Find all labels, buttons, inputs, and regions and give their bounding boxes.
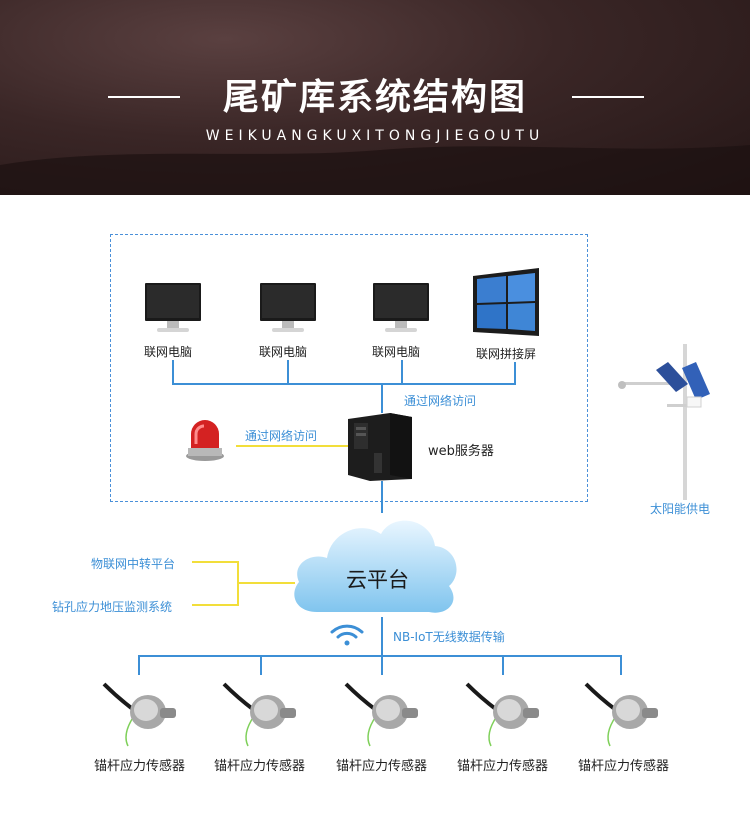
net-line-sensor-4 [502, 655, 504, 675]
alarm-link-line [236, 445, 348, 447]
monitor-icon-2 [260, 283, 316, 332]
net-line-cloud-sensors [381, 617, 383, 656]
local-network-box [110, 234, 588, 502]
anchor-sensor-icon-2 [222, 682, 296, 747]
solar-label: 太阳能供电 [650, 502, 711, 516]
cloud-icon [294, 520, 457, 613]
sensor-label-3: 锚杆应力传感器 [336, 759, 428, 774]
net-line-wall [514, 362, 516, 384]
net-line-sensor-2 [260, 655, 262, 675]
sensor-label-5: 锚杆应力传感器 [578, 759, 670, 774]
net-line-pc1 [172, 360, 174, 384]
iot-platform-label: 物联网中转平台 [91, 557, 176, 571]
server-label: web服务器 [428, 444, 494, 459]
net-line-server-cloud [381, 481, 383, 513]
net-line-sensor-1 [138, 655, 140, 675]
pc-label-2: 联网电脑 [259, 345, 308, 359]
anchor-sensor-icon-3 [344, 682, 418, 747]
alarm-light-icon [186, 420, 224, 461]
anchor-sensor-icon-4 [465, 682, 539, 747]
page-title: 尾矿库系统结构图 [222, 77, 527, 118]
monitoring-system-label: 钻孔应力地压监测系统 [52, 600, 173, 614]
alarm-link-label: 通过网络访问 [245, 429, 318, 443]
net-line-sensor-bus [138, 655, 622, 657]
server-icon [348, 413, 412, 481]
wifi-icon [330, 624, 364, 646]
pc-label-3: 联网电脑 [372, 345, 421, 359]
hill-silhouette [0, 145, 750, 195]
net-line-sensor-5 [620, 655, 622, 675]
solar-pole-icon [618, 344, 710, 500]
monitor-icon-1 [145, 283, 201, 332]
monitor-icon-3 [373, 283, 429, 332]
title-line-left [108, 96, 180, 98]
anchor-sensor-icon-5 [584, 682, 658, 747]
wireless-label: NB-IoT无线数据传输 [393, 630, 505, 644]
sensor-label-2: 锚杆应力传感器 [214, 759, 306, 774]
iot-platform-line [192, 561, 239, 563]
net-line-sensor-3 [381, 655, 383, 675]
net-line-pc3 [401, 360, 403, 384]
monitoring-system-line [192, 604, 239, 606]
cloud-label: 云平台 [346, 568, 409, 592]
net-line-horizontal [172, 383, 516, 385]
video-wall-label: 联网拼接屏 [476, 347, 537, 361]
net-line-pc2 [287, 360, 289, 384]
sensor-label-4: 锚杆应力传感器 [457, 759, 549, 774]
net-line-trunk [381, 383, 383, 413]
pc-label-1: 联网电脑 [144, 345, 193, 359]
server-link-label: 通过网络访问 [404, 394, 477, 408]
page-subtitle: WEIKUANGKUXITONGJIEGOUTU [205, 128, 545, 144]
anchor-sensor-icon-1 [102, 682, 176, 747]
left-items-to-cloud [237, 582, 295, 584]
sensor-label-1: 锚杆应力传感器 [94, 759, 186, 774]
video-wall-icon [473, 268, 539, 336]
title-line-right [572, 96, 644, 98]
